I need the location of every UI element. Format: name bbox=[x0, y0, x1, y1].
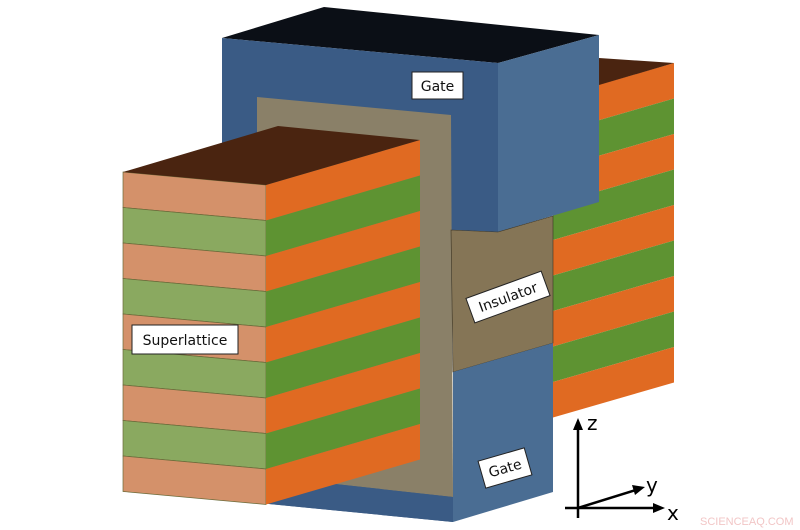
x-arrow-icon bbox=[653, 503, 665, 513]
side-face-layer bbox=[266, 424, 420, 505]
back-block-layer bbox=[553, 276, 674, 347]
lower-gate-bottom-front bbox=[269, 484, 453, 522]
gate-bottom-label: Gate bbox=[477, 447, 533, 489]
side-face-layer bbox=[266, 140, 420, 221]
back-block-layer bbox=[553, 205, 674, 276]
lower-gate-side bbox=[453, 343, 553, 522]
superlattice-back-top-face bbox=[599, 58, 674, 85]
side-face-layer bbox=[266, 211, 420, 292]
back-block-layer bbox=[553, 240, 674, 311]
side-face-layer bbox=[266, 353, 420, 434]
back-block-layer bbox=[553, 347, 674, 418]
superlattice-label-text: Superlattice bbox=[143, 333, 228, 349]
gate-right-face bbox=[498, 35, 599, 232]
superlattice-label: Superlattice bbox=[131, 324, 239, 355]
z-axis-label: z bbox=[587, 411, 598, 435]
side-face-layer bbox=[266, 282, 420, 363]
superlattice-back-block bbox=[553, 63, 674, 418]
side-face-layer bbox=[266, 317, 420, 398]
back-block-layer bbox=[553, 169, 674, 240]
gate-top-label: Gate bbox=[411, 71, 464, 100]
side-face-layer bbox=[266, 388, 420, 469]
watermark: SCIENCEAQ.COM bbox=[700, 516, 794, 528]
gate-top-label-text: Gate bbox=[421, 79, 455, 95]
y-arrow-icon bbox=[632, 485, 645, 495]
superlattice-front-block bbox=[122, 140, 420, 505]
superlattice-top-face bbox=[123, 126, 420, 185]
z-arrow-icon bbox=[573, 418, 583, 430]
gate-top-face bbox=[222, 7, 599, 63]
side-face-layer bbox=[266, 175, 420, 256]
coordinate-axes bbox=[565, 418, 665, 518]
x-axis-label: x bbox=[667, 501, 679, 525]
y-axis-label: y bbox=[646, 473, 658, 497]
back-block-layer bbox=[553, 311, 674, 382]
y-axis bbox=[577, 488, 637, 510]
side-face-layer bbox=[266, 246, 420, 327]
